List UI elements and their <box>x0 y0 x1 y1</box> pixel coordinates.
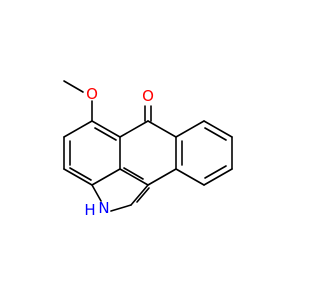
bond-c7-c8 <box>203 120 233 138</box>
bond-c2a-c11b <box>91 168 121 186</box>
bond-c5-c5a-inner <box>94 127 117 141</box>
bond-n-c2 <box>110 204 132 212</box>
bond-c10-c10a <box>175 168 205 186</box>
bond-c9-c10 <box>203 168 233 186</box>
bond-c10b-c11b <box>119 168 149 186</box>
bond-c6-c6a <box>147 120 177 138</box>
bond-c5-c4 <box>63 120 93 138</box>
bond-c9-c10-inner <box>204 165 227 179</box>
bond-c2a-n <box>91 184 102 202</box>
bond-c3-c2a <box>63 168 93 186</box>
molecule-structure: O O N H <box>63 80 233 219</box>
bond-c2-c10b <box>130 184 149 206</box>
bond-c10b-c11b-inner <box>123 167 144 180</box>
atom-oxygen-carbonyl: O <box>142 87 154 105</box>
bond-c3-c2a-inner <box>69 167 92 181</box>
atom-hydrogen-on-n: H <box>84 201 95 219</box>
bond-c5-c5a <box>91 120 121 138</box>
bond-c10a-c10b <box>147 168 177 186</box>
atom-oxygen-methoxy: O <box>86 85 98 103</box>
atom-nitrogen: N <box>98 199 109 217</box>
bond-methyl-o <box>63 80 84 93</box>
bond-c7-c8-inner <box>204 127 227 141</box>
bond-c6a-c7 <box>175 120 205 138</box>
bond-c2-c10b-inner <box>136 187 150 203</box>
bond-c5a-c6 <box>119 120 149 138</box>
